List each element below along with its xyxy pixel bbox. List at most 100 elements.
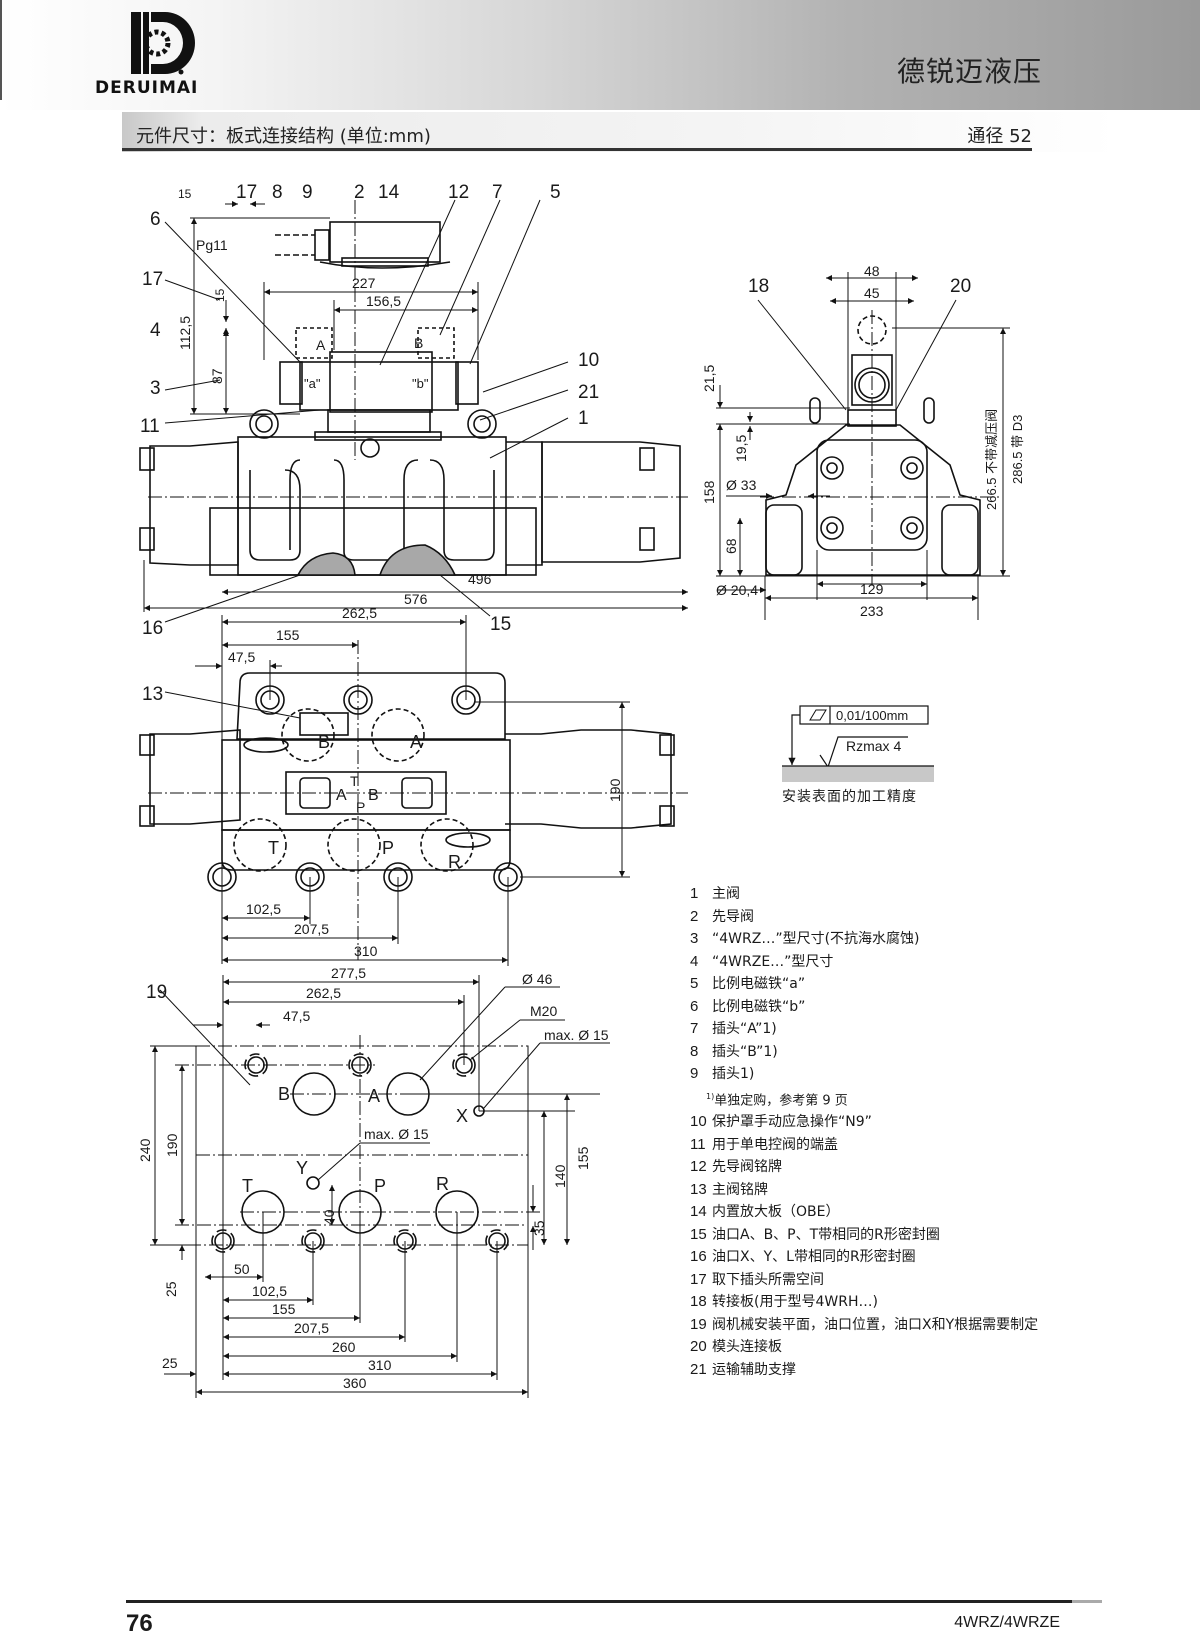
mount-port-x: X — [456, 1106, 468, 1126]
mounting-face — [175, 1035, 540, 1290]
solenoid-a-label: "a" — [304, 376, 321, 391]
mounting-face-labels: 19 277,5 262,5 47,5 Ø 46 M20 max. Ø 15 m… — [137, 965, 609, 1391]
surface-caption: 安装表面的加工精度 — [782, 789, 917, 805]
dim-262-5: 262,5 — [342, 605, 377, 621]
dim-207-5: 207,5 — [294, 921, 329, 937]
callout-12: 12 — [448, 182, 469, 203]
dim-d46: Ø 46 — [522, 971, 553, 987]
dim-19-5: 19,5 — [733, 435, 749, 462]
legend-item: 4“4WRZE…”型尺寸 — [690, 952, 834, 970]
dim-d20-4: Ø 20,4 — [716, 582, 758, 598]
page-number: 76 — [126, 1610, 153, 1637]
callout-1: 1 — [578, 408, 589, 429]
footer-rule — [126, 1600, 1072, 1603]
front-view-callouts: 15 17 8 9 2 14 12 7 5 6 17 4 3 11 10 21 … — [140, 182, 599, 639]
mount-port-t: T — [242, 1176, 253, 1196]
dim-102-5: 102,5 — [246, 901, 281, 917]
dim-48: 48 — [864, 263, 880, 279]
solenoid-b-label: "b" — [412, 376, 429, 391]
top-view-dimensions — [164, 615, 630, 966]
dim-262-5-mount: 262,5 — [306, 985, 341, 1001]
left-margin-rule — [0, 0, 2, 100]
callout-7: 7 — [492, 182, 503, 203]
dim-576: 576 — [404, 591, 428, 607]
flatness-tolerance: 0,01/100mm — [836, 708, 908, 723]
callout-5: 5 — [550, 182, 561, 203]
callout-3: 3 — [150, 378, 161, 399]
x-port-max: max. Ø 15 — [544, 1027, 609, 1043]
dim-155-mount: 155 — [575, 1146, 591, 1170]
dim-190-mount: 190 — [164, 1133, 180, 1157]
y-port-max: max. Ø 15 — [364, 1126, 429, 1142]
port-p-label: P — [382, 838, 394, 858]
callout-17: 17 — [236, 182, 257, 203]
dim-47-5-mount: 47,5 — [283, 1008, 310, 1024]
dim-87: 87 — [209, 368, 225, 384]
dim-260: 260 — [332, 1339, 356, 1355]
pilot-port-a: A — [336, 787, 347, 804]
height-without-reducer: 266.5 不带减压阀 — [984, 409, 999, 510]
dim-360: 360 — [343, 1375, 367, 1391]
dim-40: 40 — [321, 1209, 337, 1225]
dim-155-horizontal: 155 — [272, 1301, 296, 1317]
dim-190: 190 — [607, 778, 623, 802]
legend-footnote: 1)单独定购，参考第 9 页 — [706, 1091, 848, 1108]
callout-17b: 17 — [142, 269, 163, 290]
brand-name: 德锐迈液压 — [896, 55, 1042, 88]
callout-15-dim: 15 — [178, 187, 192, 201]
callout-6: 6 — [150, 209, 161, 230]
callout-4: 4 — [150, 320, 161, 341]
nominal-size: 通径 52 — [967, 126, 1032, 147]
side-view — [760, 310, 1000, 585]
deruimai-logo — [131, 12, 195, 75]
footer-rule-tail — [1072, 1600, 1102, 1603]
surface-spec — [782, 705, 934, 782]
dim-68: 68 — [723, 538, 739, 554]
callout-21: 21 — [578, 382, 599, 403]
dim-140: 140 — [552, 1164, 568, 1188]
mount-port-r: R — [436, 1174, 449, 1194]
callout-15: 15 — [490, 614, 511, 635]
dim-227: 227 — [352, 275, 376, 291]
callout-20: 20 — [950, 276, 971, 297]
dim-277-5: 277,5 — [331, 965, 366, 981]
dim-240: 240 — [137, 1138, 153, 1162]
dim-155: 155 — [276, 627, 300, 643]
height-with-d3: 286.5 带 D3 — [1010, 415, 1025, 484]
dim-207-5-mount: 207,5 — [294, 1320, 329, 1336]
header-band — [0, 0, 1200, 110]
dim-310: 310 — [354, 943, 378, 959]
model-name: 4WRZ/4WRZE — [954, 1614, 1060, 1631]
dim-112-5: 112,5 — [177, 316, 193, 350]
section-header: 元件尺寸：板式连接结构 (单位:mm) 通径 52 — [122, 112, 1118, 152]
mount-port-y: Y — [296, 1158, 308, 1178]
dim-35: 35 — [531, 1220, 547, 1236]
dim-21-5: 21,5 — [701, 365, 717, 392]
dim-158: 158 — [701, 480, 717, 504]
side-view-dimensions — [716, 272, 1010, 620]
dim-102-5-mount: 102,5 — [252, 1283, 287, 1299]
mount-port-b: B — [278, 1084, 290, 1104]
pilot-port-p: P — [356, 799, 365, 815]
section-title: 元件尺寸：板式连接结构 (单位:mm) — [136, 126, 431, 147]
dim-310-mount: 310 — [368, 1357, 392, 1373]
front-view — [139, 200, 688, 576]
connector-b-label: B — [414, 335, 423, 351]
mount-port-p: P — [374, 1176, 386, 1196]
roughness-value: Rzmax 4 — [846, 738, 901, 754]
pilot-port-t: T — [350, 773, 359, 789]
dim-15-vertical: 15 — [213, 288, 227, 302]
legend-item: 3“4WRZ…”型尺寸(不抗海水腐蚀) — [690, 930, 920, 947]
